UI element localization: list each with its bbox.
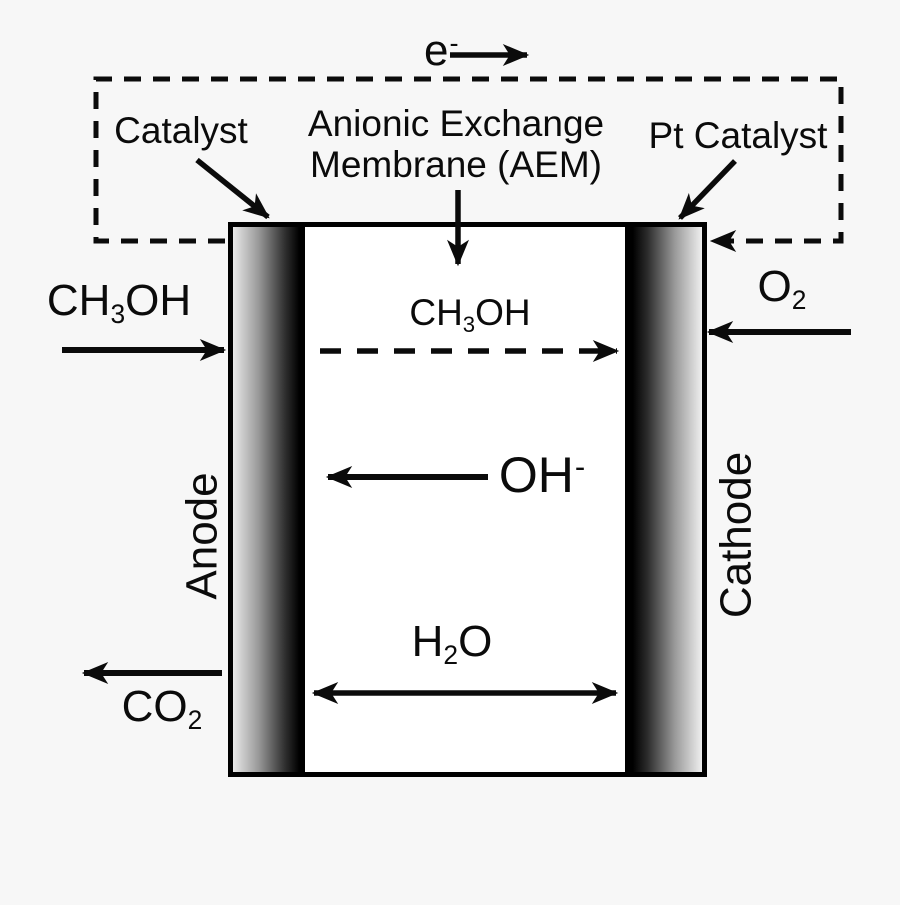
pt-catalyst-label: Pt Catalyst xyxy=(648,115,828,156)
oxygen-feed-label: O2 xyxy=(757,262,807,316)
water-label: H2O xyxy=(411,617,493,671)
cathode-label: Cathode xyxy=(711,451,761,619)
hydroxide-label: OH- xyxy=(498,447,586,503)
co2-outlet-label: CO2 xyxy=(121,682,203,736)
cathode-electrode xyxy=(625,227,702,772)
external-circuit-dashed-wire xyxy=(93,76,844,252)
methanol-feed-label: CH3OH xyxy=(46,276,192,330)
anode-electrode xyxy=(233,227,305,772)
anode-label: Anode xyxy=(177,472,227,600)
catalyst-label: Catalyst xyxy=(114,110,248,151)
catalyst-pointer-arrow xyxy=(195,157,270,220)
membrane-label: Anionic Exchange Membrane (AEM) xyxy=(308,103,604,186)
membrane-label-line1: Anionic Exchange xyxy=(307,103,605,144)
membrane-label-line2: Membrane (AEM) xyxy=(310,144,602,186)
methanol-crossover-label: CH3OH xyxy=(409,292,531,338)
electron-label: e- xyxy=(424,26,459,75)
pt-catalyst-pointer-arrow xyxy=(678,159,737,220)
